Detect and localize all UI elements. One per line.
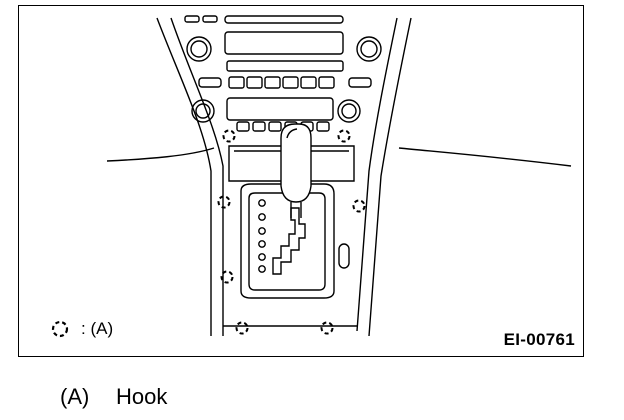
- shift-panel-inner: [248, 192, 326, 291]
- center-console-illustration: [106, 15, 572, 337]
- figure-frame: : (A) EI-00761: [18, 5, 584, 357]
- console-outer-right: [368, 17, 412, 337]
- button-row-1: [198, 76, 372, 89]
- caption-label: Hook: [116, 384, 168, 409]
- caption-key: (A): [60, 384, 90, 409]
- legend: : (A): [47, 316, 113, 342]
- caption: (A) Hook: [60, 384, 167, 410]
- radio-lower-display: [226, 97, 334, 121]
- tray-outline: [228, 145, 355, 182]
- figure-id: EI-00761: [503, 330, 575, 349]
- legend-text: : (A): [81, 319, 114, 338]
- dash-line-left: [106, 147, 215, 162]
- console-inner-left: [170, 17, 224, 336]
- hook-marker: [217, 129, 366, 335]
- shift-panel-outer: [240, 183, 335, 299]
- dash-line-right: [398, 147, 572, 167]
- console-inner-right: [356, 17, 398, 332]
- dashed-circle-hook-icon: [51, 320, 69, 338]
- console-outer-left: [156, 17, 212, 336]
- shift-lever: [280, 123, 312, 218]
- shift-gate: [272, 207, 306, 275]
- radio-upper-display: [224, 31, 344, 55]
